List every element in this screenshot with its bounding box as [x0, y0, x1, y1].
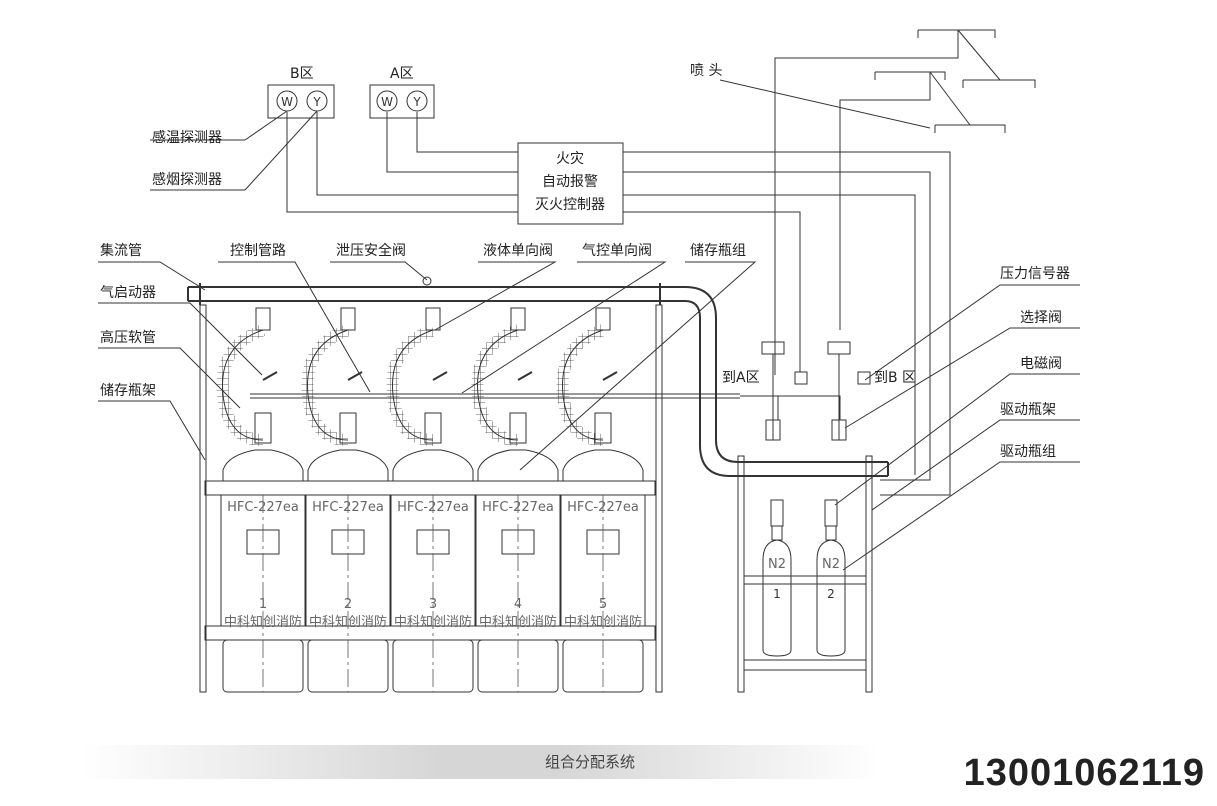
to-b-label: 到B 区 [874, 370, 916, 386]
gas-check-valve-label: 气控单向阀 [582, 243, 652, 259]
zone-b-detector-box: W Y [267, 84, 335, 119]
tank-valve [339, 412, 357, 444]
hp-hose [386, 324, 436, 446]
selector-valve-b [827, 341, 871, 441]
drive-group-label: 驱动瓶组 [1000, 444, 1056, 460]
tank-valve [254, 412, 272, 444]
phone-number: 13001062119 [963, 752, 1205, 794]
tank-agent-label: HFC-227ea [567, 500, 639, 515]
heat-detector-label: 感温探测器 [152, 129, 222, 146]
tank-agent-label: HFC-227ea [312, 500, 384, 515]
solenoid-valve [824, 499, 838, 527]
to-a-label: 到A区 [722, 370, 760, 386]
smoke-detector-label: 感烟探测器 [152, 171, 222, 188]
tank-number: 3 [429, 597, 437, 612]
tank-agent-label: HFC-227ea [227, 500, 299, 515]
storage-tank: HFC-227ea 5 中科知创消防 [556, 307, 646, 693]
detector-y-label: Y [412, 95, 421, 109]
tank-valve [424, 412, 442, 444]
zone-a-label: A区 [390, 66, 414, 82]
detector-y-label: Y [312, 95, 321, 109]
hp-hose [301, 324, 351, 446]
storage-tank-group: HFC-227ea1中科知创消防HFC-227ea2中科知创消防HFC-227e… [216, 307, 646, 693]
hp-hose [556, 324, 606, 446]
drive-rack [737, 455, 873, 693]
hp-hose [471, 324, 521, 446]
tank-number: 5 [599, 597, 607, 612]
zone-b-label: B区 [290, 66, 314, 82]
selector-valve-label: 选择阀 [1020, 310, 1062, 326]
controller-line3: 灭火控制器 [535, 197, 605, 213]
control-pipe-label: 控制管路 [230, 243, 286, 259]
liquid-check-valve-label: 液体单向阀 [483, 243, 553, 259]
tank-number: 1 [259, 597, 267, 612]
gas-actuator [255, 307, 271, 331]
storage-rack-label: 储存瓶架 [100, 383, 156, 399]
tank-number: 4 [514, 597, 522, 612]
solenoid-valve [770, 499, 784, 527]
storage-tank: HFC-227ea 3 中科知创消防 [386, 307, 476, 693]
storage-tank: HFC-227ea 1 中科知创消防 [216, 307, 306, 693]
drive-gas-label: N2 [822, 557, 840, 572]
manifold-label: 集流管 [100, 242, 142, 259]
pressure-switch-a [794, 371, 808, 385]
drive-number: 2 [827, 587, 835, 601]
tank-agent-label: HFC-227ea [397, 500, 469, 515]
selector-valve-a [761, 341, 808, 441]
drive-bottle: N2 1 [762, 499, 792, 657]
footer-bar [80, 745, 880, 779]
detector-w-label: W [381, 95, 393, 109]
storage-group-label: 储存瓶组 [690, 243, 746, 259]
gas-actuator-label: 气启动器 [100, 285, 156, 301]
tank-brand: 中科知创消防 [309, 614, 387, 630]
zone-a-detector-box: W Y [369, 84, 435, 119]
nozzle-label: 喷 头 [690, 63, 722, 79]
storage-rack [199, 304, 663, 693]
tank-brand: 中科知创消防 [394, 614, 472, 630]
tank-number: 2 [344, 597, 352, 612]
relief-valve-label: 泄压安全阀 [336, 242, 406, 259]
drive-bottle-group: N2 1 N2 2 [762, 499, 846, 657]
tank-agent-label: HFC-227ea [482, 500, 554, 515]
relief-valve [422, 276, 432, 286]
tank-brand: 中科知创消防 [564, 614, 642, 630]
storage-tank: HFC-227ea 2 中科知创消防 [301, 307, 391, 693]
solenoid-valve-label: 电磁阀 [1020, 356, 1062, 372]
drive-bottle: N2 2 [816, 499, 846, 657]
pressure-switch-label: 压力信号器 [1000, 266, 1070, 282]
pressure-switch-b [857, 371, 871, 385]
hp-hose-label: 高压软管 [100, 329, 156, 346]
controller-line1: 火灾 [556, 150, 584, 167]
drive-gas-label: N2 [768, 557, 786, 572]
drive-rack-label: 驱动瓶架 [1000, 402, 1056, 418]
tank-valve [594, 412, 612, 444]
controller-line2: 自动报警 [542, 174, 598, 190]
drive-number: 1 [773, 587, 781, 601]
gas-actuator [425, 307, 441, 331]
footer-title: 组合分配系统 [544, 753, 635, 771]
gas-actuator [340, 307, 356, 331]
gas-actuator [595, 307, 611, 331]
nozzle-group [774, 29, 1036, 375]
detector-w-label: W [281, 95, 293, 109]
tank-brand: 中科知创消防 [479, 614, 557, 630]
hp-hose [216, 324, 266, 446]
storage-tank: HFC-227ea 4 中科知创消防 [471, 307, 561, 693]
fire-alarm-controller [517, 142, 624, 225]
tank-brand: 中科知创消防 [224, 614, 302, 630]
gas-actuator [510, 307, 526, 331]
manifold-pipe [187, 276, 889, 477]
tank-valve [509, 412, 527, 444]
